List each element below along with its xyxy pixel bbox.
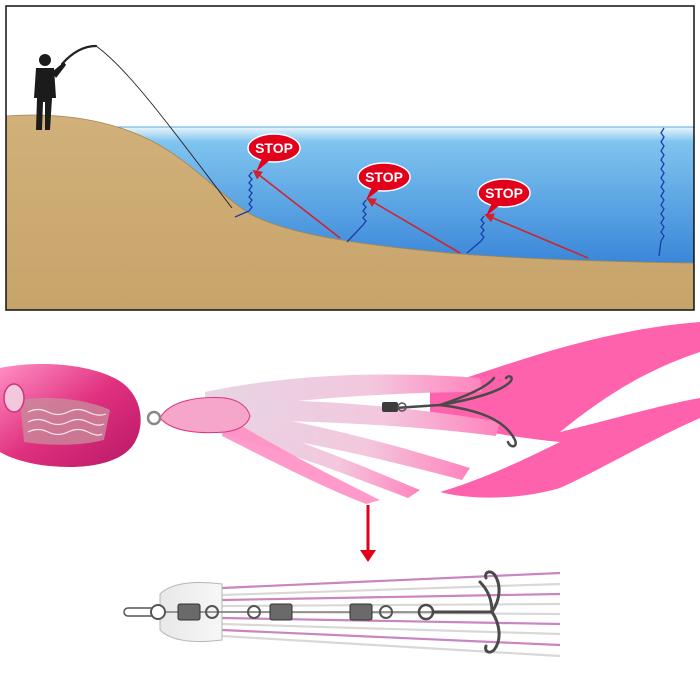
angler-silhouette xyxy=(34,54,66,130)
sink-paths xyxy=(234,127,665,257)
fishing-line xyxy=(95,45,233,209)
schematic-skirt xyxy=(221,571,561,658)
rig-schematic xyxy=(123,570,561,658)
stop-badge-3: STOP xyxy=(477,178,531,216)
stop-badge-1: STOP xyxy=(247,133,301,172)
sink-path-1 xyxy=(234,171,253,218)
schematic-swivel-2 xyxy=(247,603,293,621)
retrieve-arrow-2 xyxy=(366,198,461,254)
swivel xyxy=(382,402,407,412)
diagram-frame xyxy=(5,5,695,311)
lure-photo xyxy=(0,322,700,504)
schematic-ring xyxy=(123,604,166,620)
treble-hook xyxy=(393,375,517,448)
holographic-panel xyxy=(20,398,110,445)
schematic-swivel-1 xyxy=(177,603,219,621)
seabed xyxy=(5,114,695,311)
fishing-diagram: STOP STOP STOP xyxy=(5,5,695,311)
fishing-rod xyxy=(60,44,98,66)
retrieve-arrow-3 xyxy=(484,213,589,259)
connector-ring xyxy=(146,410,162,426)
skirt-strands xyxy=(205,374,500,504)
stop-badge-2: STOP xyxy=(357,162,411,200)
retrieve-paths xyxy=(252,169,589,259)
octopus-head xyxy=(159,397,251,434)
pink-tail-strip xyxy=(430,322,700,498)
stop-label-2: STOP xyxy=(365,169,403,185)
jig-eye xyxy=(3,383,25,413)
retrieve-arrow-1 xyxy=(252,169,341,239)
stop-label-1: STOP xyxy=(255,140,293,156)
down-arrow xyxy=(360,505,376,562)
holographic-pattern xyxy=(27,408,107,436)
stop-label-3: STOP xyxy=(485,185,523,201)
sink-path-4 xyxy=(658,127,665,257)
schematic-treble-hook xyxy=(417,570,501,654)
schematic-swivel-3 xyxy=(349,603,393,621)
sink-path-2 xyxy=(346,199,367,243)
sink-path-3 xyxy=(466,215,485,254)
